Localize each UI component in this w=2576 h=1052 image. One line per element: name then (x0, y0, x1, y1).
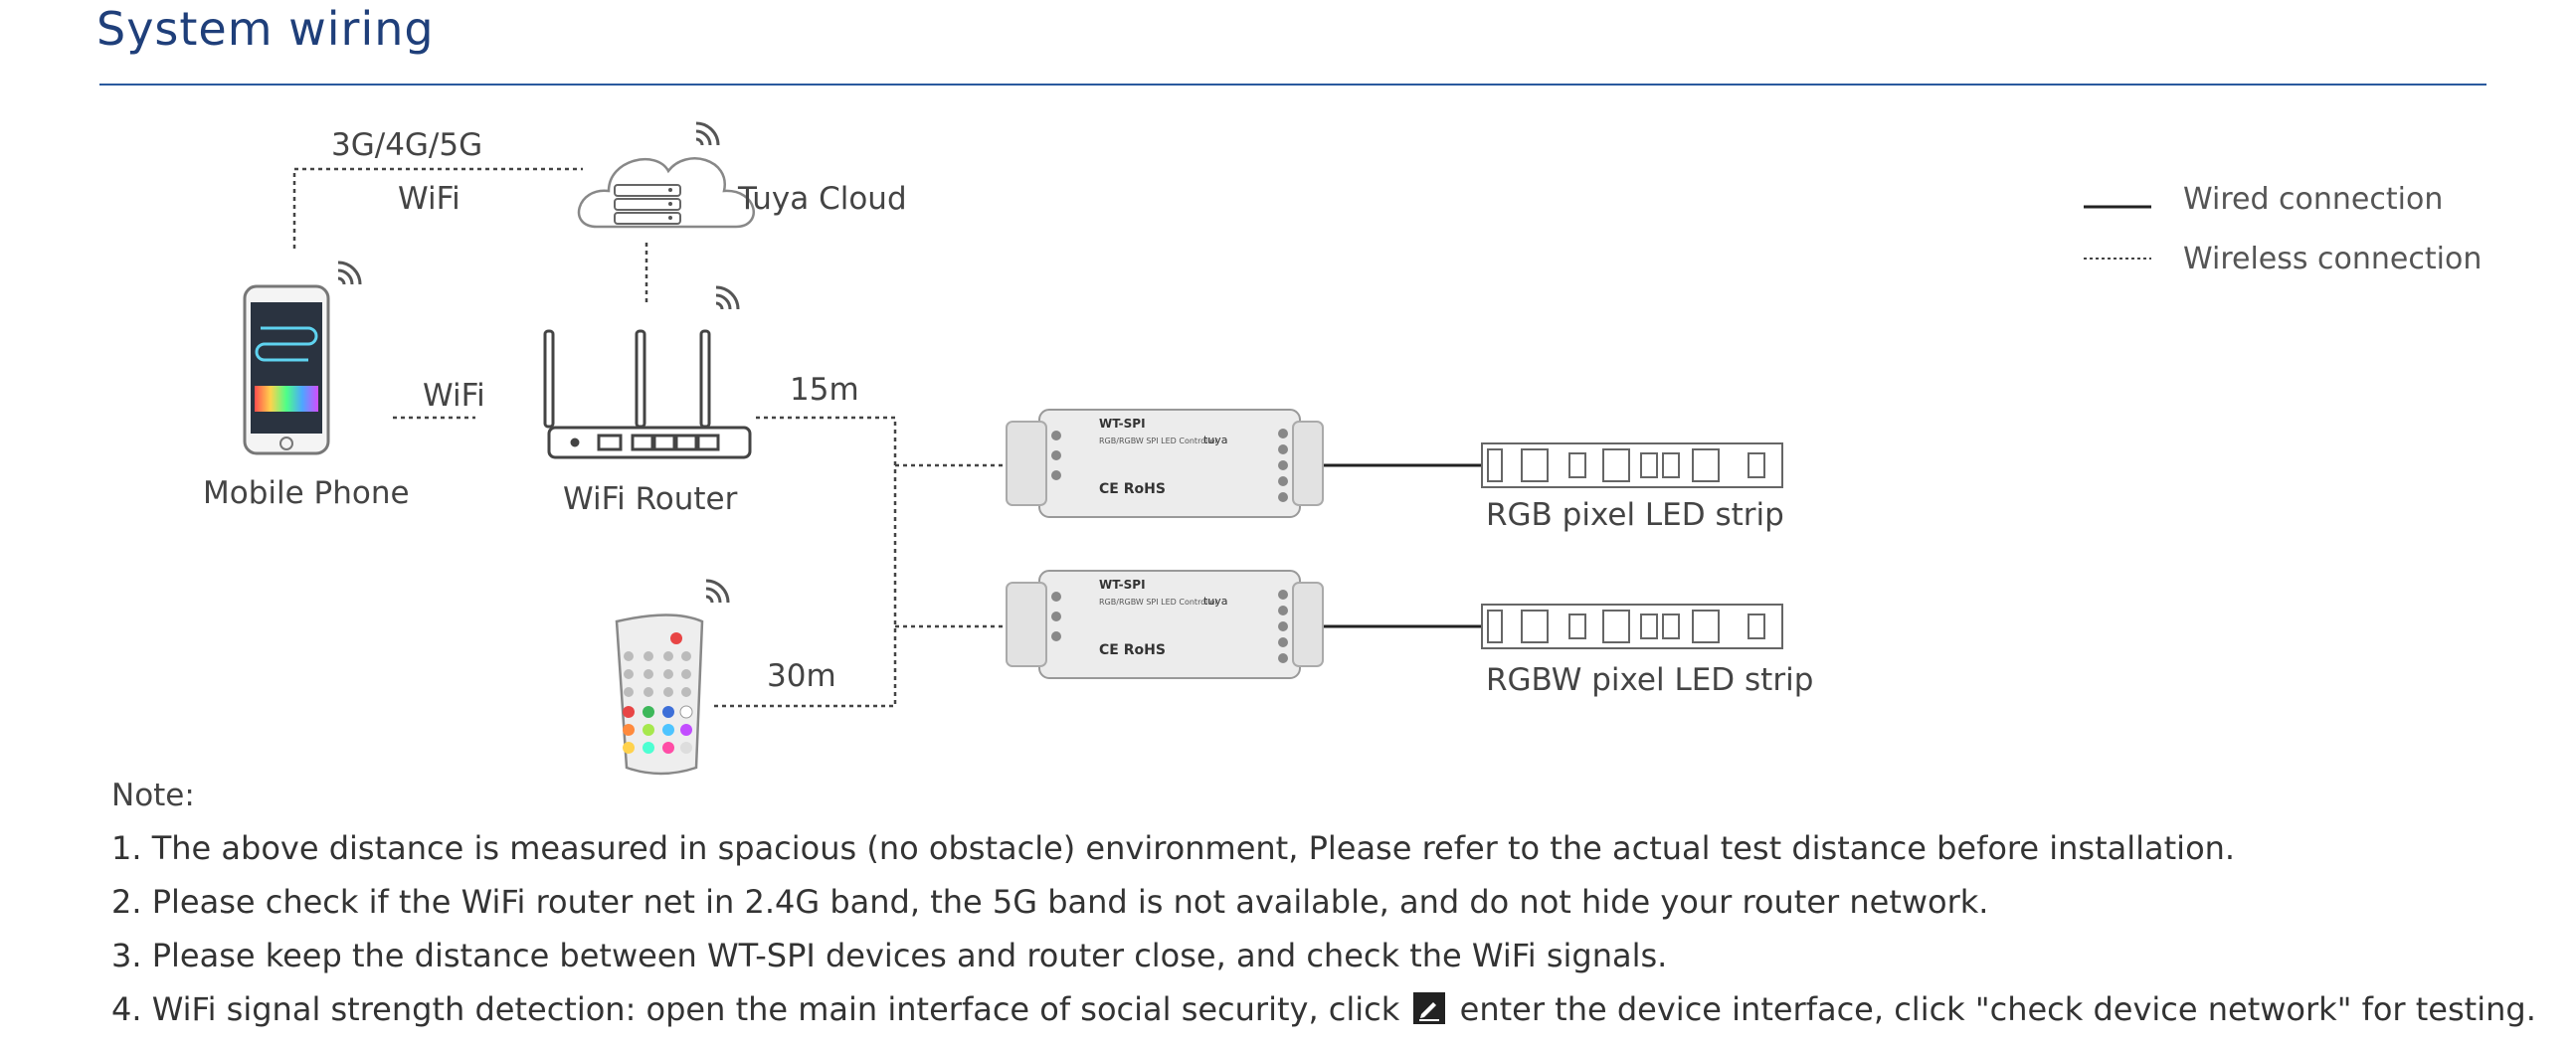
wired-links (1313, 463, 1482, 628)
controller-2-desc: RGB/RGBW SPI LED Controller (1099, 598, 1218, 607)
title-divider (99, 84, 2486, 86)
controller-2-model: WT-SPI (1099, 578, 1146, 592)
cloud-server-icon (577, 157, 755, 229)
label-strip-rgbw: RGBW pixel LED strip (1486, 662, 1814, 698)
controller-1-desc: RGB/RGBW SPI LED Controller (1099, 437, 1218, 445)
note-3: 3. Please keep the distance between WT-S… (111, 937, 1668, 974)
label-distance-remote: 30m (767, 658, 836, 694)
router-icon (543, 329, 752, 459)
note-4-part-1: 4. WiFi signal strength detection: open … (111, 990, 1400, 1028)
phone-wifi-signal-icon (336, 261, 362, 286)
controller-2-mark: CE RoHS (1099, 642, 1166, 658)
remote-wifi-signal-icon (704, 579, 730, 605)
note-1: 1. The above distance is measured in spa… (111, 829, 2236, 867)
wireless-links (292, 167, 1003, 708)
legend-wireless: Wireless connection (2183, 242, 2483, 276)
led-strip-rgb-icon (1481, 442, 1783, 488)
label-strip-rgb: RGB pixel LED strip (1486, 497, 1784, 533)
controller-2-brand: tuya (1203, 595, 1228, 608)
router-trunk-link (711, 416, 897, 708)
note-2: 2. Please check if the WiFi router net i… (111, 883, 1989, 921)
label-wifi-top: WiFi (398, 181, 460, 217)
controller-1-icon: WT-SPI RGB/RGBW SPI LED Controller CE Ro… (1006, 409, 1324, 518)
phone-cloud-link (292, 167, 583, 249)
smartphone-icon (243, 284, 330, 455)
cloud-wifi-signal-icon (694, 121, 720, 147)
controller-1-brand: tuya (1203, 434, 1228, 446)
remote-control-icon (615, 614, 704, 776)
controller-1-mark: CE RoHS (1099, 481, 1166, 497)
legend-wired: Wired connection (2183, 182, 2444, 217)
note-4-part-2: enter the device interface, click "check… (1459, 990, 2536, 1028)
label-cloud: Tuya Cloud (738, 181, 907, 217)
led-strip-rgbw-icon (1481, 604, 1783, 649)
page-title: System wiring (96, 2, 435, 56)
note-4: 4. WiFi signal strength detection: open … (111, 990, 2536, 1028)
router-wifi-signal-icon (714, 285, 740, 311)
label-distance-router: 15m (790, 372, 859, 408)
controller-1-model: WT-SPI (1099, 417, 1146, 431)
label-router: WiFi Router (563, 481, 738, 517)
controller-2-icon: WT-SPI RGB/RGBW SPI LED Controller CE Ro… (1006, 570, 1324, 679)
edit-icon (1413, 992, 1446, 1024)
label-wifi-phone: WiFi (423, 378, 485, 414)
label-mobile-phone: Mobile Phone (203, 475, 410, 511)
notes-heading: Note: (111, 778, 195, 813)
label-mobile-network: 3G/4G/5G (331, 127, 483, 163)
